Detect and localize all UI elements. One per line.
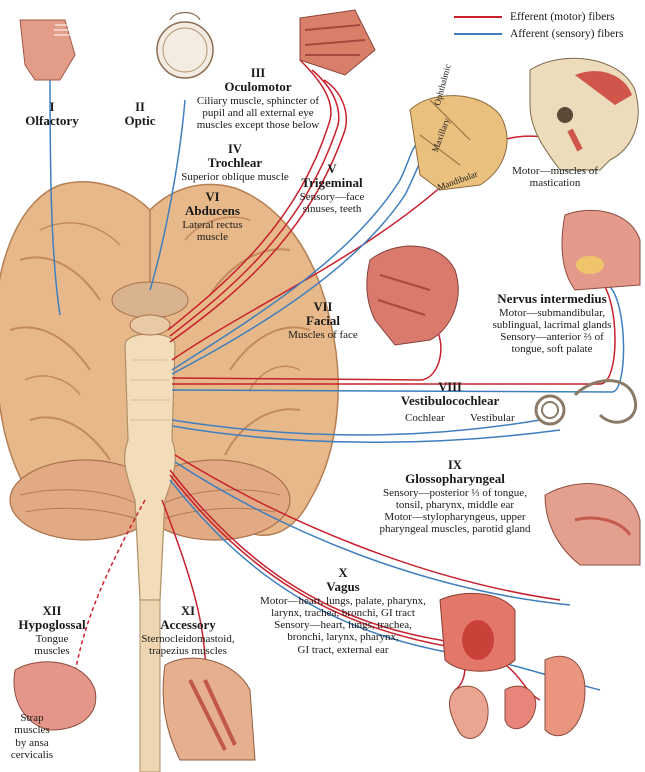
label-optic: II Optic (105, 100, 175, 129)
accessory-name: Accessory (160, 617, 216, 632)
nasal-cavity-illustration (19, 19, 76, 81)
label-hypoglossal: XII Hypoglossal Tongue muscles (4, 604, 100, 657)
cochlear-label: Cochlear (405, 412, 445, 424)
trigeminal-head-illustration (409, 95, 508, 191)
afferent-line-swatch (454, 32, 502, 35)
tongue-illustration (13, 661, 97, 731)
optic-name: Optic (124, 113, 156, 128)
label-facial: VII Facial Muscles of face (278, 300, 368, 341)
vagus-desc-4: bronchi, larynx, pharynx, (287, 631, 399, 644)
vagus-desc-2: larynx, trachea, bronchi, GI tract (271, 606, 415, 619)
glossopharyngeal-number: IX (448, 458, 462, 472)
efferent-fibers (69, 59, 616, 721)
label-trochlear: IV Trochlear Superior oblique muscle (160, 142, 310, 183)
label-nervus-intermedius: Nervus intermedius Motor—submandibular, … (472, 291, 632, 356)
trigeminal-name: Trigeminal (301, 175, 363, 190)
trigeminal-desc-1: Sensory—face (299, 190, 365, 203)
mastication-desc-1: Motor—muscles of (512, 165, 598, 177)
abducens-number: VI (205, 190, 220, 204)
vagus-desc-3: Sensory—heart, lungs, trachea, (274, 619, 412, 632)
legend-efferent: Efferent (motor) fibers (454, 8, 623, 25)
legend-afferent-label: Afferent (sensory) fibers (510, 27, 624, 40)
trochlear-number: IV (228, 142, 242, 156)
ear-external-illustration (448, 685, 489, 739)
vagus-name: Vagus (326, 579, 360, 594)
skull-illustration (529, 57, 639, 171)
intermedius-desc-2: sublingual, lacrimal glands (492, 318, 612, 331)
legend-efferent-label: Efferent (motor) fibers (510, 10, 615, 23)
mouth-section-illustration (561, 209, 641, 291)
facial-number: VII (313, 300, 333, 314)
vestibulocochlear-name: Vestibulocochlear (400, 393, 500, 408)
legend-afferent: Afferent (sensory) fibers (454, 25, 623, 42)
gi-tract-illustration (504, 655, 586, 737)
trochlear-name: Trochlear (207, 155, 263, 170)
strap-desc-1: Strap (20, 712, 44, 724)
facial-desc-1: Muscles of face (288, 328, 358, 341)
oculomotor-name: Oculomotor (224, 79, 292, 94)
strap-desc-4: cervicalis (10, 748, 54, 761)
label-vagus: X Vagus Motor—heart, lungs, palate, phar… (248, 566, 438, 656)
optic-number: II (135, 100, 145, 114)
thoracic-organs-illustration (439, 592, 516, 672)
trigeminal-number: V (327, 162, 337, 176)
accessory-number: XI (181, 604, 195, 618)
brainstem (111, 281, 189, 601)
hypoglossal-name: Hypoglossal (18, 617, 86, 632)
label-olfactory: I Olfactory (12, 100, 92, 129)
eyeball-illustration (156, 11, 214, 79)
intermedius-desc-1: Motor—submandibular, (498, 306, 606, 319)
accessory-desc-1: Sternocleidomastoid, (141, 632, 235, 645)
vagus-desc-1: Motor—heart, lungs, palate, pharynx, (260, 594, 426, 607)
intermedius-name: Nervus intermedius (497, 291, 607, 306)
glossopharyngeal-name: Glossopharyngeal (405, 471, 505, 486)
vestibular-label: Vestibular (470, 412, 515, 424)
hypoglossal-desc-2: muscles (34, 644, 70, 657)
label-trigeminal: V Trigeminal Sensory—face sinuses, teeth (282, 162, 382, 215)
strap-desc-2: muscles (14, 724, 50, 737)
efferent-line-swatch (454, 15, 502, 18)
hypoglossal-number: XII (42, 604, 62, 618)
vagus-number: X (338, 566, 348, 580)
legend: Efferent (motor) fibers Afferent (sensor… (454, 8, 623, 42)
hypoglossal-desc-1: Tongue (35, 632, 69, 645)
label-vestibulocochlear: VIII Vestibulocochlear (390, 380, 510, 409)
strap-desc-3: by ansa (15, 736, 49, 749)
neck-illustration (162, 657, 256, 761)
facial-name: Facial (306, 313, 340, 328)
trochlear-desc-1: Superior oblique muscle (181, 170, 289, 183)
glossopharyngeal-desc-3: Motor—stylopharyngeus, upper (384, 511, 526, 524)
abducens-desc-2: muscle (196, 230, 229, 243)
label-oculomotor: III Oculomotor Ciliary muscle, sphincter… (178, 66, 338, 131)
label-glossopharyngeal: IX Glossopharyngeal Sensory—posterior ⅓ … (370, 458, 540, 536)
intermedius-desc-4: tongue, soft palate (511, 343, 593, 356)
olfactory-name: Olfactory (25, 113, 79, 128)
vagus-desc-5: GI tract, external ear (297, 643, 389, 656)
accessory-desc-2: trapezius muscles (149, 644, 227, 657)
glossopharyngeal-desc-1: Sensory—posterior ⅓ of tongue, (383, 486, 527, 499)
oculomotor-number: III (250, 66, 266, 80)
face-muscles-illustration (366, 245, 459, 346)
glossopharyngeal-desc-2: tonsil, pharynx, middle ear (395, 498, 515, 511)
intermedius-desc-3: Sensory—anterior ⅔ of (500, 331, 604, 344)
eye-muscles-illustration (299, 9, 376, 76)
pharynx-illustration (544, 483, 641, 566)
trigeminal-desc-2: sinuses, teeth (302, 202, 362, 215)
oculomotor-desc-1: Ciliary muscle, sphincter of (196, 94, 320, 107)
glossopharyngeal-desc-4: pharyngeal muscles, parotid gland (379, 523, 531, 536)
label-strap-muscles: Strap muscles by ansa cervicalis (4, 712, 60, 761)
vestibulocochlear-number: VIII (438, 380, 462, 394)
mastication-desc-2: mastication (529, 177, 581, 190)
label-mastication: Motor—muscles of mastication (500, 165, 610, 190)
abducens-desc-1: Lateral rectus (182, 218, 243, 231)
abducens-name: Abducens (185, 203, 240, 218)
spinal-cord (139, 599, 161, 772)
label-accessory: XI Accessory Sternocleidomastoid, trapez… (118, 604, 258, 657)
olfactory-number: I (49, 100, 55, 114)
oculomotor-desc-2: pupil and all external eye (202, 106, 314, 119)
oculomotor-desc-3: muscles except those below (196, 119, 320, 132)
ear-inner-illustration (534, 379, 638, 426)
label-abducens: VI Abducens Lateral rectus muscle (160, 190, 265, 243)
